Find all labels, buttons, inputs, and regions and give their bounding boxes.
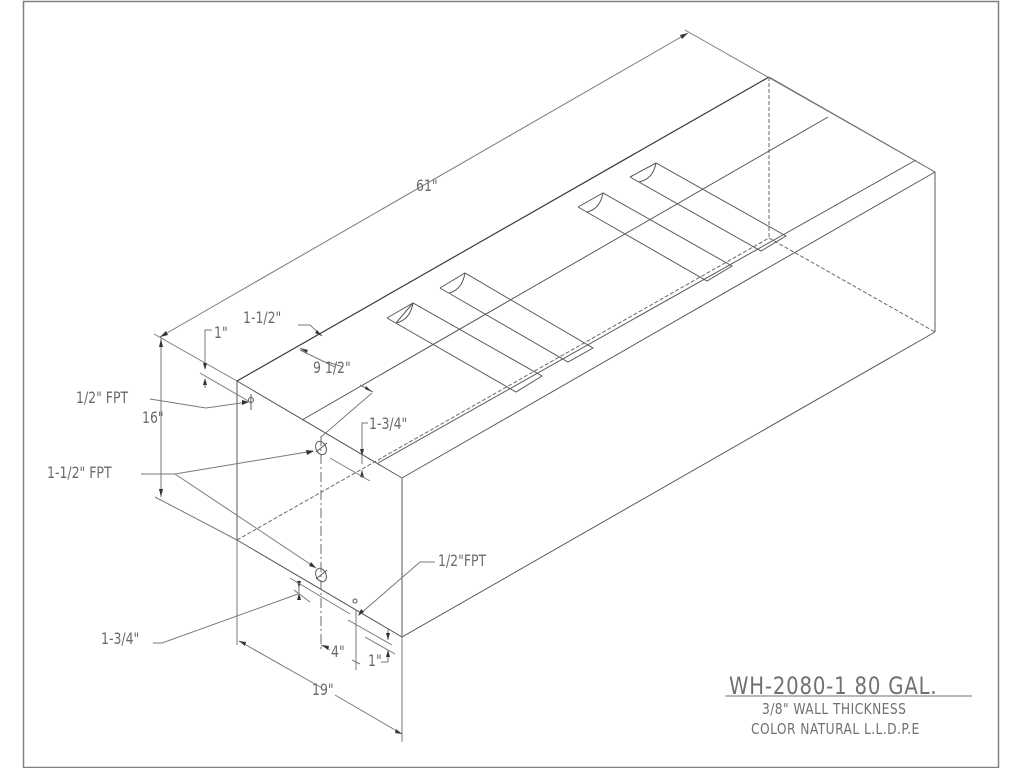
dim-label-lower-drop: 1-3/4" — [101, 629, 140, 648]
title-wall-thickness: 3/8" WALL THICKNESS — [762, 700, 907, 718]
title-material: COLOR NATURAL L.L.D.P.E — [751, 720, 920, 738]
bottom-fitting-half-inch — [352, 598, 358, 604]
dim-label-length: 61" — [416, 176, 438, 195]
dim-label-height: 16" — [142, 408, 164, 427]
strap-channel-4 — [629, 162, 787, 252]
side-fitting-upper — [315, 440, 327, 456]
title-model: WH-2080-1 80 GAL. — [729, 672, 938, 700]
dim-label-width: 19" — [312, 680, 334, 699]
strap-channel-3 — [577, 192, 733, 282]
callout-top-fitting: 1/2" FPT — [76, 388, 129, 407]
fittings — [248, 394, 358, 650]
dim-label-fitting-spacing: 9 1/2" — [313, 358, 351, 377]
side-fitting-lower — [315, 567, 327, 583]
dim-label-upper-drop: 1-3/4" — [369, 414, 408, 433]
callout-leaders — [141, 398, 435, 644]
tank-outline — [236, 76, 936, 638]
dim-label-bottom-height: 1" — [368, 651, 382, 670]
dim-label-rim-width: 1-1/2" — [243, 308, 282, 327]
dimension-lines — [153, 29, 936, 742]
callout-side-fitting: 1-1/2" FPT — [47, 463, 112, 482]
dim-label-bottom-offset: 4" — [331, 642, 345, 661]
strap-channels — [386, 162, 787, 393]
dim-label-top-offset: 1" — [214, 323, 228, 342]
callout-bottom-fitting: 1/2"FPT — [438, 551, 487, 570]
strap-channel-1 — [386, 302, 543, 393]
strap-channel-2 — [439, 272, 595, 363]
